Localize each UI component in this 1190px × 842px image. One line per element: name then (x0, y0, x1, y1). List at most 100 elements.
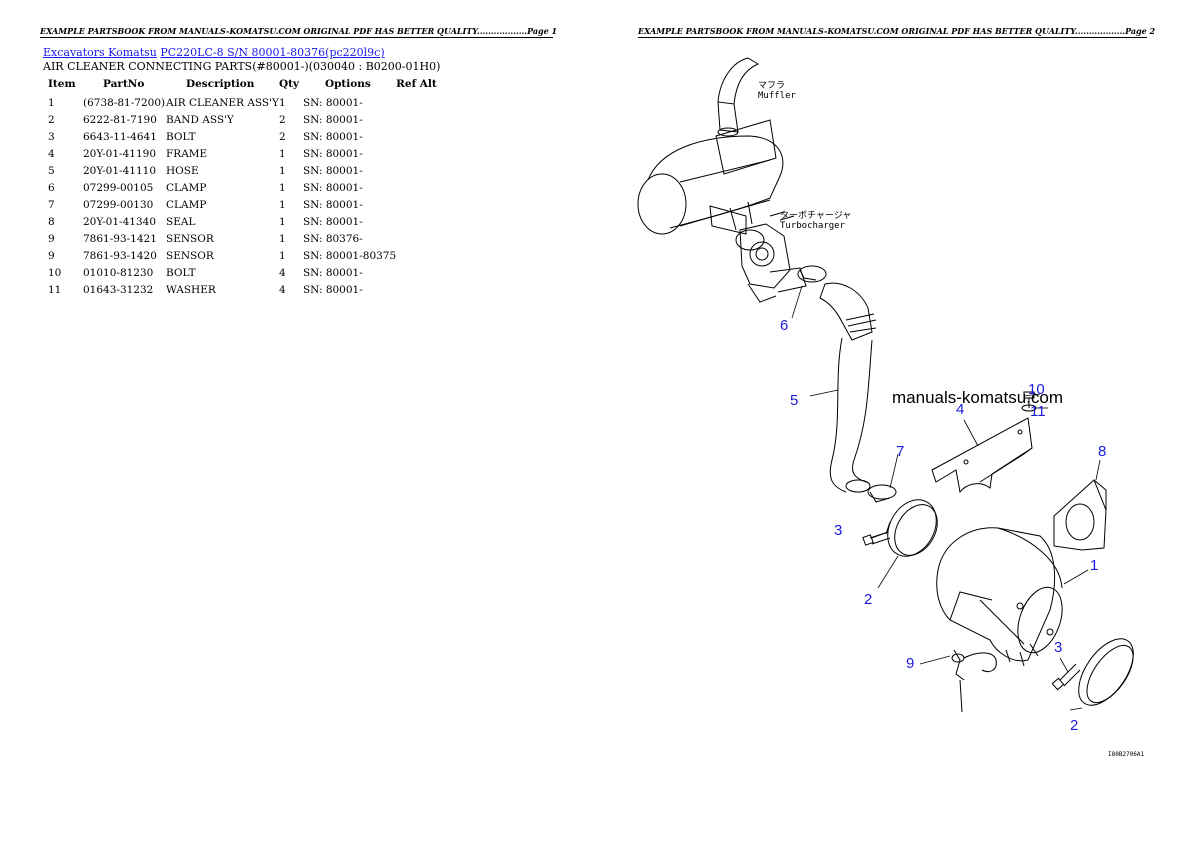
col-header-partno: PartNo (103, 78, 145, 90)
breadcrumb-link-model[interactable]: PC220LC-8 S/N 80001-80376(pc220l9c) (160, 46, 385, 59)
cell-description: BOLT (166, 130, 196, 143)
cell-partno: 01010-81230 (83, 266, 154, 279)
cell-partno: 20Y-01-41110 (83, 164, 156, 177)
table-row: 9 7861-93-1421 SENSOR 1 SN: 80376- (43, 230, 456, 247)
cell-options: SN: 80001- (302, 266, 363, 279)
cell-qty: 1 (278, 198, 286, 211)
cell-qty: 1 (278, 147, 286, 160)
cell-qty: 2 (278, 130, 286, 143)
col-header-description: Description (186, 78, 255, 90)
cell-options: SN: 80001- (302, 181, 363, 194)
cell-partno: 7861-93-1421 (83, 232, 157, 245)
figure-code: I80B2706A1 (1108, 751, 1145, 758)
muffler-drawing (637, 57, 784, 235)
cell-partno: 7861-93-1420 (83, 249, 157, 262)
cell-item: 7 (48, 198, 55, 211)
table-row: 2 6222-81-7190 BAND ASS'Y 2 SN: 80001- (43, 111, 456, 128)
cell-ref-alt (396, 281, 456, 298)
band-2-lower-drawing (1078, 638, 1134, 706)
page-header-right: EXAMPLE PARTSBOOK FROM MANUALS-KOMATSU.C… (638, 26, 1156, 38)
cell-description: SENSOR (166, 249, 214, 262)
leader-lines (791, 285, 1101, 711)
callout-11: 11 (1030, 403, 1046, 420)
turbocharger-jp-label: ターボチャージャ (780, 210, 851, 221)
cell-partno: 20Y-01-41190 (83, 147, 156, 160)
cell-ref-alt (396, 179, 456, 196)
col-header-qty: Qty (278, 78, 300, 90)
cell-description: HOSE (166, 164, 199, 177)
air-cleaner-1-drawing (936, 527, 1063, 667)
cell-item: 10 (48, 266, 62, 279)
breadcrumb: Excavators Komatsu PC220LC-8 S/N 80001-8… (43, 46, 385, 59)
table-row: 10 01010-81230 BOLT 4 SN: 80001- (43, 264, 456, 281)
muffler-jp-label: マフラ (758, 80, 785, 91)
turbocharger-label: Turbocharger (780, 221, 846, 231)
cell-item: 11 (48, 283, 62, 296)
cell-qty: 2 (278, 113, 286, 126)
cell-description: BAND ASS'Y (166, 113, 234, 126)
cell-qty: 1 (278, 164, 286, 177)
table-row: 5 20Y-01-41110 HOSE 1 SN: 80001- (43, 162, 456, 179)
col-header-ref-alt: Ref Alt (396, 78, 437, 90)
cell-partno: (6738-81-7200) (83, 96, 166, 109)
cell-description: AIR CLEANER ASS'Y (166, 96, 279, 109)
watermark: manuals-komatsu.com (892, 388, 1063, 407)
callout-1: 1 (1090, 557, 1098, 574)
callout-5: 5 (790, 392, 798, 409)
cell-ref-alt (396, 111, 456, 128)
hose-5-drawing (819, 282, 877, 493)
cell-partno: 20Y-01-41340 (83, 215, 156, 228)
cell-options: SN: 80001- (302, 96, 363, 109)
cell-item: 4 (48, 147, 55, 160)
callout-3-upper: 3 (834, 522, 842, 539)
cell-item: 2 (48, 113, 55, 126)
cell-item: 9 (48, 249, 55, 262)
cell-options: SN: 80001- (302, 198, 363, 211)
cell-ref-alt (396, 196, 456, 213)
parts-table-header: Item PartNo Description Qty Options Ref … (43, 77, 456, 94)
cell-options: SN: 80001- (302, 215, 363, 228)
section-title: AIR CLEANER CONNECTING PARTS(#80001-)(03… (43, 60, 441, 73)
cell-options: SN: 80001- (302, 147, 363, 160)
cell-ref-alt (396, 247, 456, 264)
callout-7: 7 (896, 443, 904, 460)
muffler-label: Muffler (758, 91, 797, 101)
cell-qty: 1 (278, 249, 286, 262)
cell-item: 5 (48, 164, 55, 177)
cell-description: CLAMP (166, 181, 207, 194)
callout-2-lower: 2 (1070, 717, 1078, 734)
cell-partno: 6643-11-4641 (83, 130, 157, 143)
cell-qty: 1 (278, 215, 286, 228)
turbocharger-drawing (709, 205, 807, 303)
cell-options: SN: 80001- (302, 130, 363, 143)
callout-3-lower: 3 (1054, 639, 1062, 656)
cell-description: BOLT (166, 266, 196, 279)
cell-item: 6 (48, 181, 55, 194)
callout-9: 9 (906, 655, 914, 672)
cell-options: SN: 80376- (302, 232, 363, 245)
parts-diagram: マフラ Muffler ターボチャージャ Turbocharger manual… (637, 57, 1145, 758)
page-header-left: EXAMPLE PARTSBOOK FROM MANUALS-KOMATSU.C… (40, 26, 558, 38)
cell-description: SENSOR (166, 232, 214, 245)
band-2-upper-drawing (885, 499, 938, 557)
cell-partno: 07299-00130 (83, 198, 154, 211)
cell-description: WASHER (166, 283, 216, 296)
callout-2-upper: 2 (864, 591, 872, 608)
cell-options: SN: 80001- (302, 164, 363, 177)
cell-qty: 1 (278, 96, 286, 109)
cell-item: 9 (48, 232, 55, 245)
cell-qty: 1 (278, 232, 286, 245)
cell-ref-alt (396, 230, 456, 247)
cell-options: SN: 80001- (302, 113, 363, 126)
cell-item: 1 (48, 96, 55, 109)
cell-qty: 4 (278, 266, 286, 279)
cell-ref-alt (396, 162, 456, 179)
cell-partno: 6222-81-7190 (83, 113, 157, 126)
cell-ref-alt (396, 264, 456, 281)
callout-8: 8 (1098, 443, 1106, 460)
breadcrumb-link-category[interactable]: Excavators Komatsu (43, 46, 157, 59)
